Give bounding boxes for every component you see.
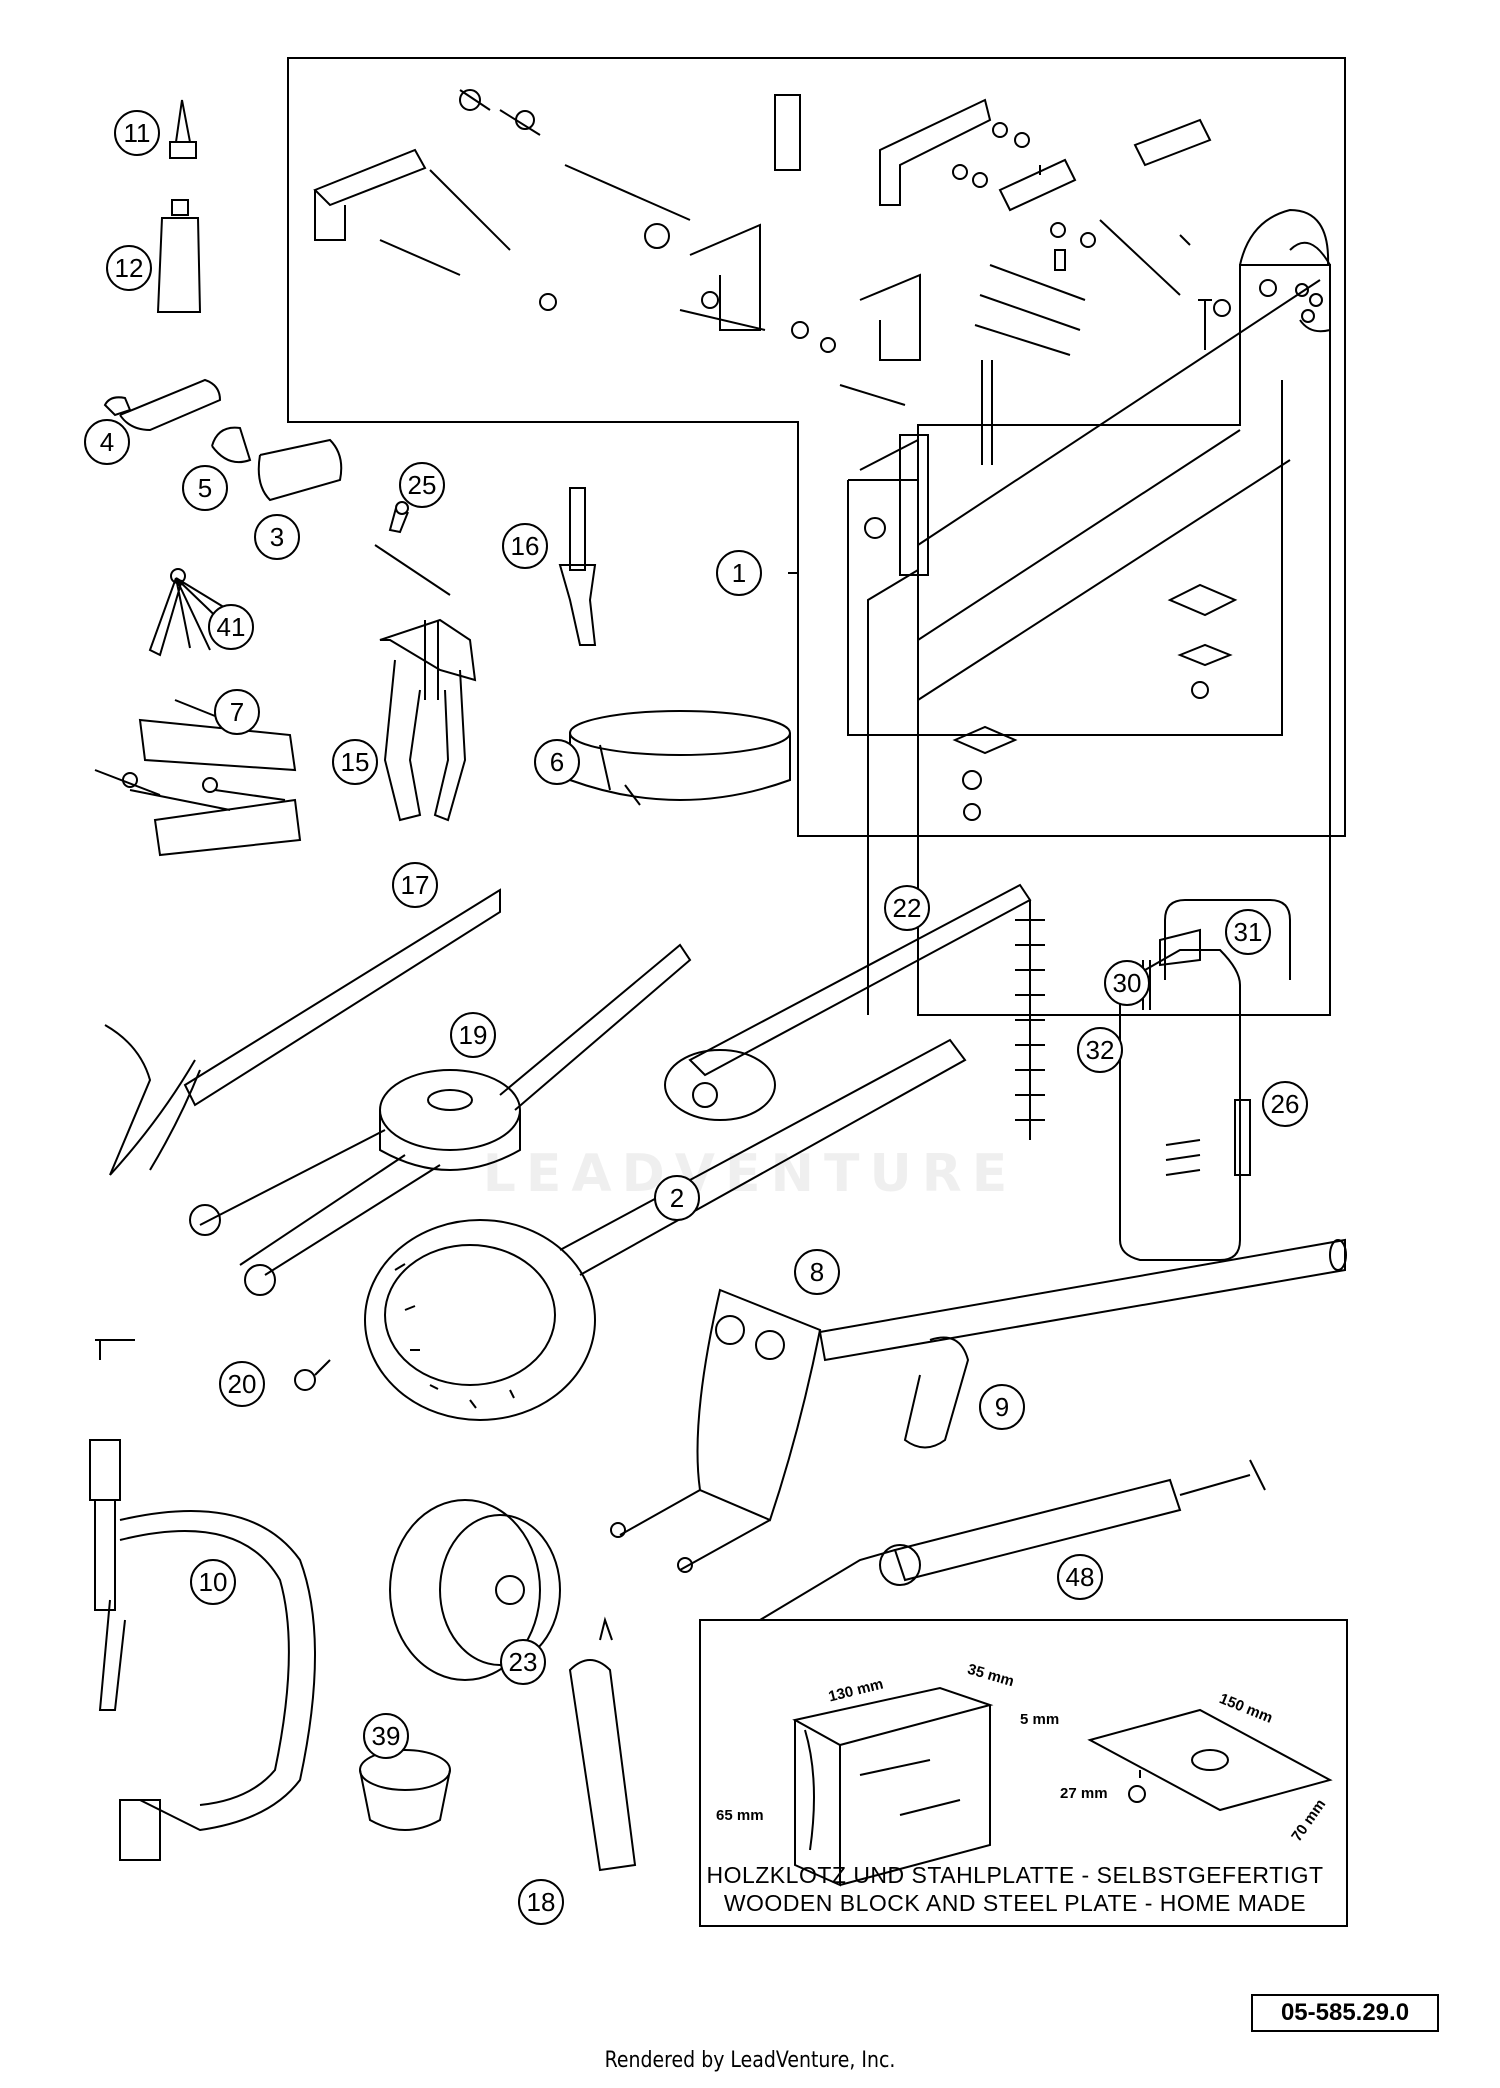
callout-7[interactable]: 7 xyxy=(214,689,260,735)
holding-wrench xyxy=(364,1038,967,1421)
rendered-by-footer: Rendered by LeadVenture, Inc. xyxy=(604,2048,896,2073)
shift-fork-bar xyxy=(104,888,501,1176)
callout-4[interactable]: 4 xyxy=(84,419,130,465)
kit-boundary xyxy=(287,57,1346,837)
bottle-and-accessories xyxy=(1119,899,1291,1261)
inset-note-english: WOODEN BLOCK AND STEEL PLATE - HOME MADE xyxy=(723,1890,1307,1916)
callout-5[interactable]: 5 xyxy=(182,465,228,511)
callout-26[interactable]: 26 xyxy=(1262,1081,1308,1127)
callout-2[interactable]: 2 xyxy=(654,1175,700,1221)
callout-25[interactable]: 25 xyxy=(399,462,445,508)
callout-31[interactable]: 31 xyxy=(1225,909,1271,955)
callout-20[interactable]: 20 xyxy=(219,1361,265,1407)
callout-3[interactable]: 3 xyxy=(254,514,300,560)
puller-tool xyxy=(374,487,597,822)
callout-23[interactable]: 23 xyxy=(500,1639,546,1685)
callout-17[interactable]: 17 xyxy=(392,862,438,908)
callout-39[interactable]: 39 xyxy=(363,1713,409,1759)
callout-41[interactable]: 41 xyxy=(208,604,254,650)
clamping-tool xyxy=(189,943,692,1296)
small-tools-left xyxy=(94,99,409,857)
callout-10[interactable]: 10 xyxy=(190,1559,236,1605)
dim-block-height: 65 mm xyxy=(716,1807,764,1824)
callout-1[interactable]: 1 xyxy=(716,550,762,596)
c-clamp-tool xyxy=(89,1339,316,1861)
stand-brackets-and-bolts xyxy=(313,89,1277,406)
inset-note-german: HOLZKLOTZ UND STAHLPLATTE - SELBSTGEFERT… xyxy=(706,1862,1324,1888)
steel-plate xyxy=(1087,1708,1333,1812)
inset-box xyxy=(699,1619,1348,1927)
crank-handle xyxy=(903,1336,970,1449)
grease-gun xyxy=(759,1459,1266,1621)
document-number: 05-585.29.0 xyxy=(1251,1994,1439,2032)
callout-30[interactable]: 30 xyxy=(1104,960,1150,1006)
dim-plate-thickness: 5 mm xyxy=(1020,1711,1060,1728)
callout-9[interactable]: 9 xyxy=(979,1384,1025,1430)
support-bracket xyxy=(610,1238,1347,1573)
callout-32[interactable]: 32 xyxy=(1077,1027,1123,1073)
callout-11[interactable]: 11 xyxy=(114,110,160,156)
dim-hole-diameter: 27 mm xyxy=(1060,1785,1108,1802)
callout-16[interactable]: 16 xyxy=(502,523,548,569)
callout-18[interactable]: 18 xyxy=(518,1879,564,1925)
wooden-block xyxy=(792,1686,994,1887)
callout-19[interactable]: 19 xyxy=(450,1012,496,1058)
piston-ring-clamp xyxy=(569,710,791,806)
callout-12[interactable]: 12 xyxy=(106,245,152,291)
callout-22[interactable]: 22 xyxy=(884,885,930,931)
watermark-text: LEADVENTURE xyxy=(482,1144,1018,1204)
small-parts-center xyxy=(294,1359,637,1872)
chain-wrench xyxy=(664,883,1045,1140)
callout-8[interactable]: 8 xyxy=(794,1249,840,1295)
engine-stand-frame xyxy=(847,208,1331,1016)
callout-48[interactable]: 48 xyxy=(1057,1554,1103,1600)
callout-15[interactable]: 15 xyxy=(332,739,378,785)
callout-6[interactable]: 6 xyxy=(534,739,580,785)
